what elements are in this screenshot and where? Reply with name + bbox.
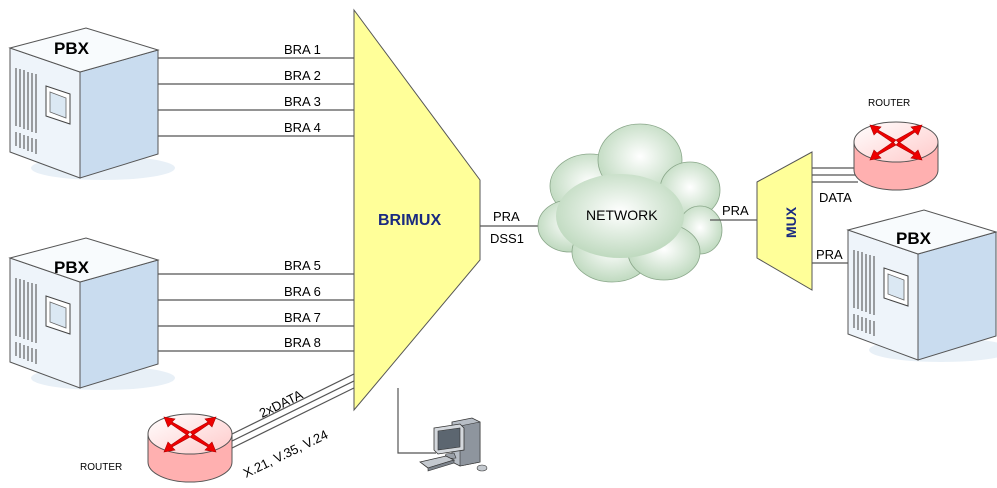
bra-label-2: BRA 2 — [284, 68, 321, 83]
router-left-lines — [227, 371, 363, 451]
workstation-icon — [419, 417, 488, 472]
mux-block — [756, 151, 813, 291]
bra-label-5: BRA 5 — [284, 258, 321, 273]
router-left-label: ROUTER — [80, 462, 122, 473]
pbx-middle-label: PBX — [54, 258, 90, 277]
interfaces-label: X.21, V.35, V.24 — [241, 427, 331, 481]
pbx-middle — [9, 237, 176, 391]
pra-right-label: PRA — [816, 247, 843, 262]
pbx-right-label: PBX — [896, 229, 932, 248]
brimux-block — [353, 8, 481, 412]
bra-label-7: BRA 7 — [284, 310, 321, 325]
network-label: NETWORK — [586, 207, 658, 223]
bra-label-4: BRA 4 — [284, 120, 321, 135]
data-right-label: DATA — [819, 190, 852, 205]
dss1-label: DSS1 — [490, 231, 524, 246]
pra-net-label: PRA — [722, 203, 749, 218]
brimux-label: BRIMUX — [378, 212, 441, 229]
router-right-label: ROUTER — [868, 98, 910, 109]
bra-lines-top — [155, 57, 366, 137]
mux-label: MUX — [783, 206, 799, 238]
bra-lines-bottom — [155, 273, 366, 352]
workstation-line — [397, 388, 436, 454]
pbx-top-label: PBX — [54, 39, 90, 58]
router-right — [853, 121, 939, 191]
pbx-top — [9, 27, 176, 181]
bra-label-6: BRA 6 — [284, 284, 321, 299]
bra-label-8: BRA 8 — [284, 335, 321, 350]
bra-label-3: BRA 3 — [284, 94, 321, 109]
router-left — [147, 413, 233, 483]
pra-left-label: PRA — [493, 209, 520, 224]
network-cloud — [537, 123, 723, 283]
bra-label-1: BRA 1 — [284, 42, 321, 57]
router-right-lines — [812, 167, 858, 183]
